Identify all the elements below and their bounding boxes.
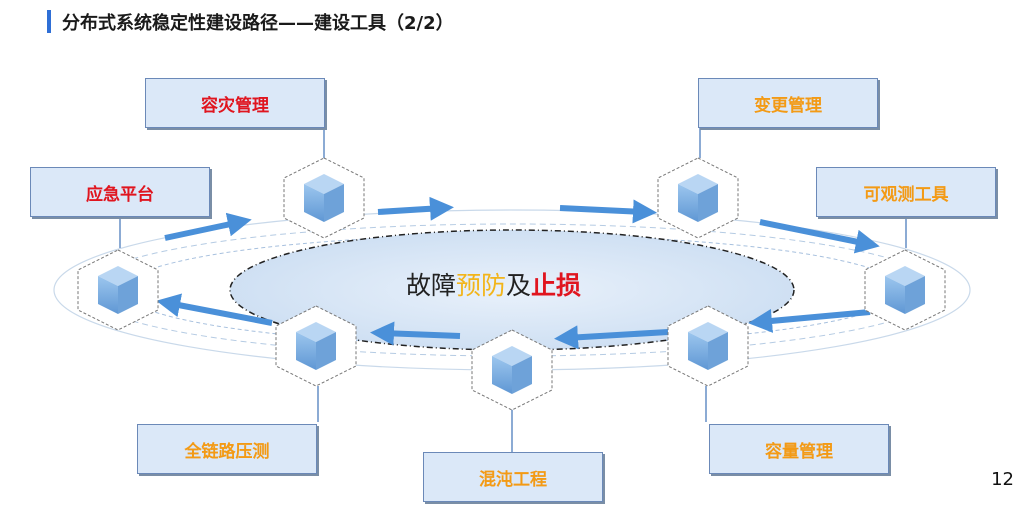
box-chaos-engineering: 混沌工程: [423, 452, 603, 502]
page-title: 分布式系统稳定性建设路径——建设工具（2/2）: [62, 13, 454, 34]
box-change-management: 变更管理: [698, 78, 878, 128]
center-ellipse: [229, 229, 795, 351]
title-accent-bar: [47, 10, 51, 33]
center-text-loss-stop: 止损: [531, 271, 582, 300]
box-full-link-stress-test: 全链路压测: [137, 424, 317, 474]
center-text-part3: 及: [506, 271, 532, 300]
box-observability-tools: 可观测工具: [816, 167, 996, 217]
cube-icon: [657, 157, 739, 239]
cube-icon: [864, 249, 946, 331]
box-emergency-platform: 应急平台: [30, 167, 210, 217]
cube-icon: [283, 157, 365, 239]
cube-icon: [275, 305, 357, 387]
center-text-part1: 故障: [406, 271, 457, 300]
hex-nodes: [77, 157, 946, 411]
center-label: 故障预防及止损: [406, 266, 581, 306]
flow-arrows: [156, 196, 880, 350]
cube-icon: [667, 305, 749, 387]
connector-lines: [119, 125, 907, 452]
cube-icon: [77, 249, 159, 331]
box-capacity-management: 容量管理: [709, 424, 889, 474]
page-number: 12: [991, 469, 1014, 490]
cube-icon: [471, 329, 553, 411]
center-text-prevention: 预防: [456, 271, 507, 300]
box-disaster-recovery: 容灾管理: [145, 78, 325, 128]
